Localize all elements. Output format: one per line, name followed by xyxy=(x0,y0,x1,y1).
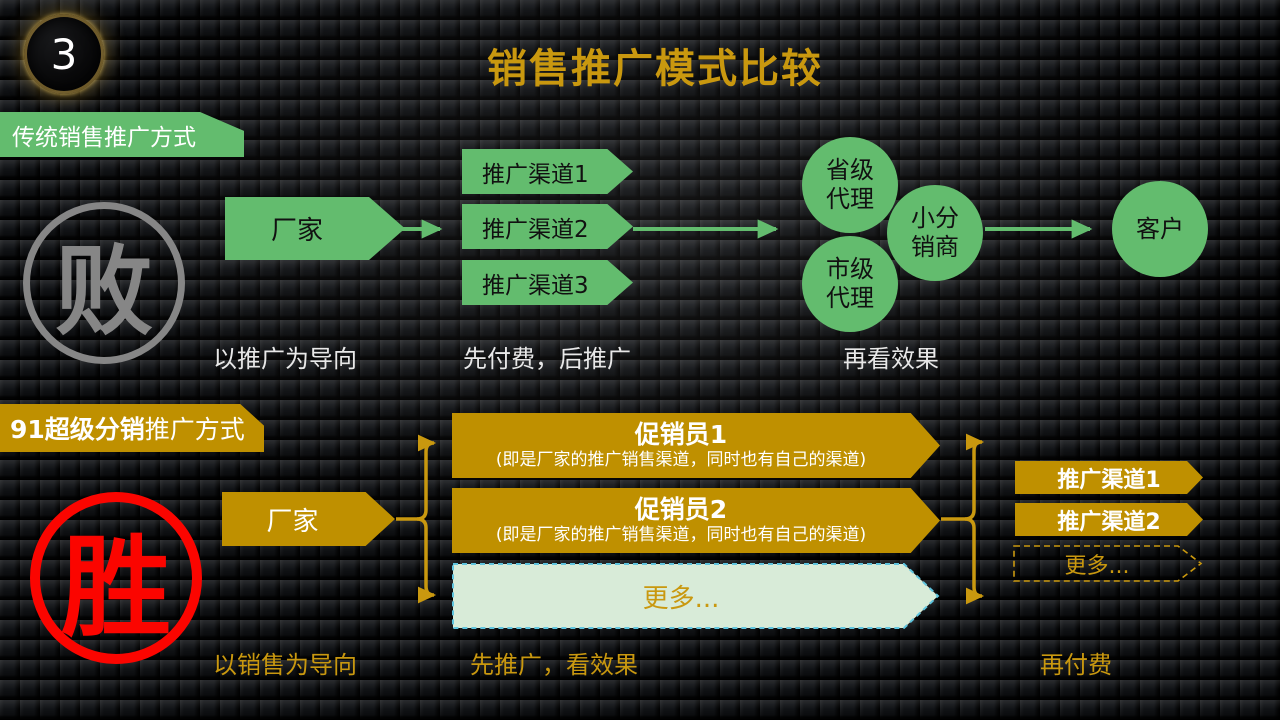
bracket-left-bottom-icon xyxy=(416,517,437,604)
more-channels-shape: 更多... xyxy=(1013,545,1203,582)
bracket-left-top-icon xyxy=(396,434,437,521)
super-channel-2-label: 推广渠道2 xyxy=(1057,509,1161,535)
promoter-1: 促销员1 (即是厂家的推广销售渠道，同时也有自己的渠道) xyxy=(452,413,940,478)
super-channel-1-label: 推广渠道1 xyxy=(1057,467,1161,493)
page-title: 销售推广模式比较 xyxy=(487,46,823,92)
traditional-channel-1: 推广渠道1 xyxy=(462,149,633,194)
traditional-channel-3-label: 推广渠道3 xyxy=(482,272,589,299)
defeat-stamp: 败 xyxy=(23,202,185,364)
node-provincial-agent-label: 省级代理 xyxy=(826,156,874,213)
slide-number-badge: 3 xyxy=(24,14,104,94)
super-channel-2: 推广渠道2 xyxy=(1015,503,1203,536)
node-small-distributor-label: 小分销商 xyxy=(911,204,959,261)
banner-super-rest-label: 推广方式 xyxy=(144,415,245,444)
node-small-distributor: 小分销商 xyxy=(887,185,983,281)
banner-traditional-label: 传统销售推广方式 xyxy=(12,124,196,151)
traditional-factory-shape: 厂家 xyxy=(225,197,405,260)
promoter-1-subtitle: (即是厂家的推广销售渠道，同时也有自己的渠道) xyxy=(495,449,867,470)
banner-super-bold-label: 91超级分销 xyxy=(10,415,145,444)
node-provincial-agent: 省级代理 xyxy=(802,137,898,233)
promoter-1-title: 促销员1 xyxy=(634,419,728,449)
super-factory-shape: 厂家 xyxy=(222,492,395,546)
traditional-factory-label: 厂家 xyxy=(270,216,323,246)
bracket-right-top-icon xyxy=(941,433,985,521)
caption-sales-oriented: 以销售为导向 xyxy=(213,651,357,679)
traditional-channel-2: 推广渠道2 xyxy=(462,204,633,249)
more-promoters-outline-icon xyxy=(452,563,940,629)
super-channel-1: 推广渠道1 xyxy=(1015,461,1203,494)
promoter-2: 促销员2 (即是厂家的推广销售渠道，同时也有自己的渠道) xyxy=(452,488,940,553)
slide-number: 3 xyxy=(50,29,78,79)
traditional-channel-2-label: 推广渠道2 xyxy=(482,216,589,243)
caption-pay-first: 先付费，后推广 xyxy=(463,345,631,373)
super-factory-label: 厂家 xyxy=(266,506,319,537)
node-customer: 客户 xyxy=(1112,181,1208,277)
more-channels-label: 更多... xyxy=(1064,553,1130,579)
banner-traditional: 传统销售推广方式 xyxy=(0,112,244,157)
traditional-channel-3: 推广渠道3 xyxy=(462,260,633,305)
node-city-agent-label: 市级代理 xyxy=(826,255,874,312)
bracket-right-bottom-icon xyxy=(964,517,985,605)
promoter-2-title: 促销员2 xyxy=(634,494,728,524)
caption-promote-first: 先推广，看效果 xyxy=(470,651,638,679)
node-customer-label: 客户 xyxy=(1136,214,1184,243)
traditional-channel-1-label: 推广渠道1 xyxy=(482,161,589,188)
caption-then-pay: 再付费 xyxy=(1040,651,1112,679)
more-promoters-label: 更多... xyxy=(642,583,720,614)
more-channels-outline-icon xyxy=(1013,545,1203,582)
victory-stamp: 胜 xyxy=(30,492,202,664)
more-promoters-shape: 更多... xyxy=(452,563,940,629)
victory-stamp-char: 胜 xyxy=(61,524,171,652)
caption-promotion-oriented: 以推广为导向 xyxy=(213,345,357,373)
banner-super-distribution: 91超级分销推广方式 xyxy=(0,404,264,452)
node-city-agent: 市级代理 xyxy=(802,236,898,332)
caption-then-see-results: 再看效果 xyxy=(843,345,939,373)
defeat-stamp-char: 败 xyxy=(54,235,153,349)
promoter-2-subtitle: (即是厂家的推广销售渠道，同时也有自己的渠道) xyxy=(495,524,867,545)
